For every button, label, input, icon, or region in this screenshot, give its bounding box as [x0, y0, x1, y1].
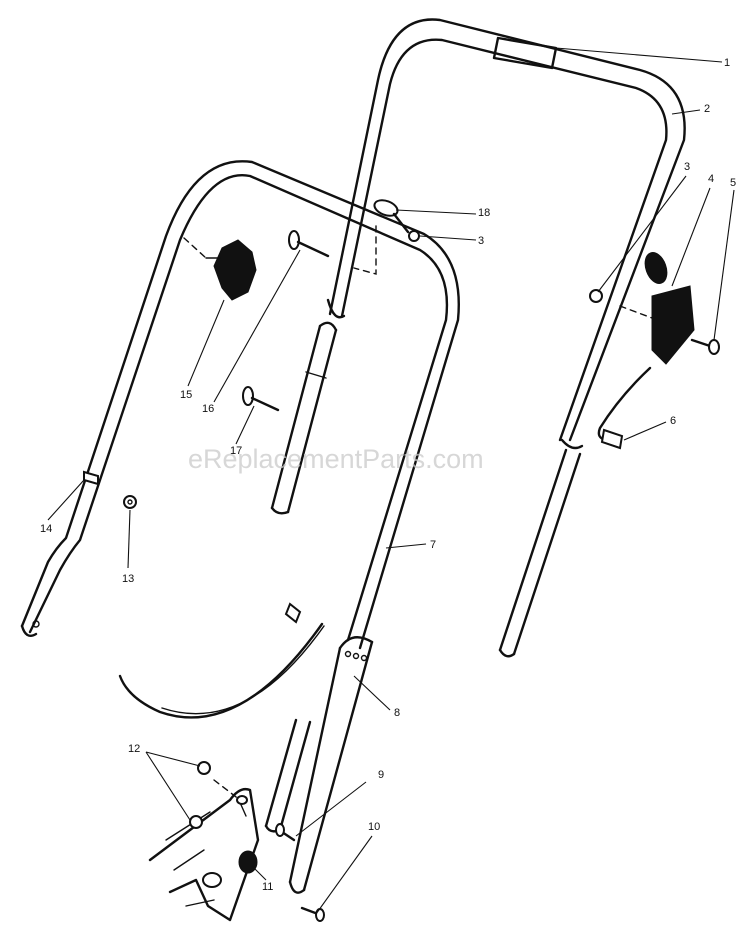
callout-5: 5	[730, 177, 736, 189]
nut-3-center	[408, 230, 420, 242]
center-bracket	[270, 321, 338, 515]
callout-9: 9	[378, 769, 384, 781]
leader-lines	[47, 47, 735, 915]
cable-guide	[284, 602, 302, 624]
callout-4: 4	[708, 173, 714, 185]
bolt-5	[690, 338, 720, 355]
callout-18: 18	[478, 207, 490, 219]
carriage-bolt-17	[242, 386, 280, 412]
callout-14: 14	[40, 523, 52, 535]
callout-17: 17	[230, 445, 242, 457]
mower-mount-bracket	[148, 787, 260, 922]
carriage-bolt-16	[288, 230, 330, 258]
grip-label	[492, 36, 558, 70]
callout-3-center: 3	[478, 235, 484, 247]
callout-3-upper: 3	[684, 161, 690, 173]
bolt-10	[300, 906, 325, 922]
lower-bracket	[264, 636, 374, 894]
nut-3-upper	[589, 289, 603, 303]
bolt-9	[275, 823, 296, 842]
cable-clip	[600, 428, 624, 450]
handle-knob	[205, 239, 257, 301]
nut-13	[123, 495, 137, 509]
callout-10: 10	[368, 821, 380, 833]
callout-15: 15	[180, 389, 192, 401]
callout-7: 7	[430, 539, 436, 551]
control-cable	[118, 366, 652, 719]
callout-12: 12	[128, 743, 140, 755]
eye-bolt	[373, 199, 410, 234]
callout-1: 1	[724, 57, 730, 69]
nut-12-lower	[189, 815, 203, 829]
lower-handle	[20, 160, 460, 650]
control-lever	[644, 252, 695, 365]
bolt-14	[83, 470, 99, 486]
upper-handle	[326, 18, 686, 658]
knob-11	[238, 850, 258, 874]
callout-labels: 1 2 3 4 5 6 18 3 7 8 9 10 11 12 13 14 15…	[40, 57, 736, 893]
nut-12-upper	[197, 761, 211, 775]
callout-13: 13	[122, 573, 134, 585]
watermark-text: eReplacementParts.com	[188, 444, 484, 474]
callout-16: 16	[202, 403, 214, 415]
callout-11: 11	[262, 881, 273, 893]
callout-8: 8	[394, 707, 400, 719]
alignment-lines	[183, 225, 653, 801]
callout-6: 6	[670, 415, 676, 427]
callout-2: 2	[704, 103, 710, 115]
